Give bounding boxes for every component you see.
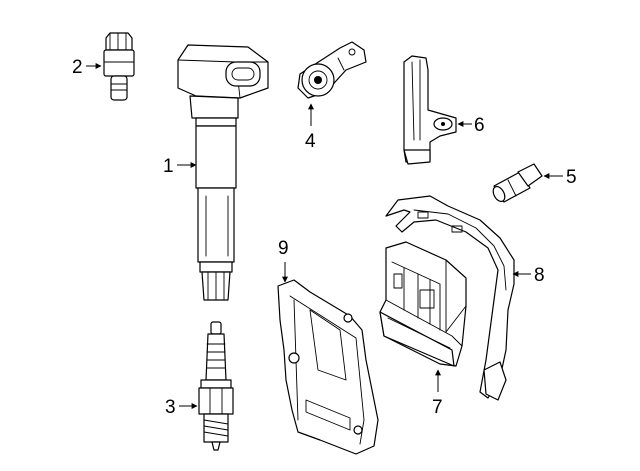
callout-7-label: 7 [432, 397, 443, 418]
callout-5: 5 [543, 167, 577, 188]
callout-7: 7 [432, 369, 443, 418]
callout-5-label: 5 [566, 167, 577, 188]
callout-2: 2 [72, 57, 102, 78]
callout-8-label: 8 [534, 265, 545, 286]
callout-4: 4 [305, 103, 316, 152]
part-4-knock-sensor[interactable] [297, 41, 367, 99]
part-6-camshaft-sensor[interactable] [403, 55, 457, 165]
callout-4-label: 4 [305, 131, 316, 152]
callout-1: 1 [163, 156, 197, 177]
callout-3-label: 3 [165, 397, 176, 418]
callout-9-label: 9 [278, 238, 289, 259]
part-8-wiring-bracket[interactable] [385, 195, 515, 401]
callout-6-label: 6 [474, 115, 485, 136]
callout-3: 3 [165, 397, 198, 418]
callout-2-label: 2 [72, 57, 83, 78]
callout-1-label: 1 [163, 156, 174, 177]
callout-6: 6 [457, 115, 485, 136]
part-9-ecu-cover[interactable] [277, 279, 379, 455]
callout-8: 8 [512, 265, 545, 286]
part-5-plug[interactable] [491, 163, 543, 203]
part-3-spark-plug[interactable] [198, 321, 234, 451]
part-2-sensor[interactable] [103, 32, 135, 101]
callout-9: 9 [278, 238, 289, 283]
part-1-ignition-coil[interactable] [177, 44, 269, 301]
part-7-ecu-housing[interactable] [379, 241, 467, 367]
